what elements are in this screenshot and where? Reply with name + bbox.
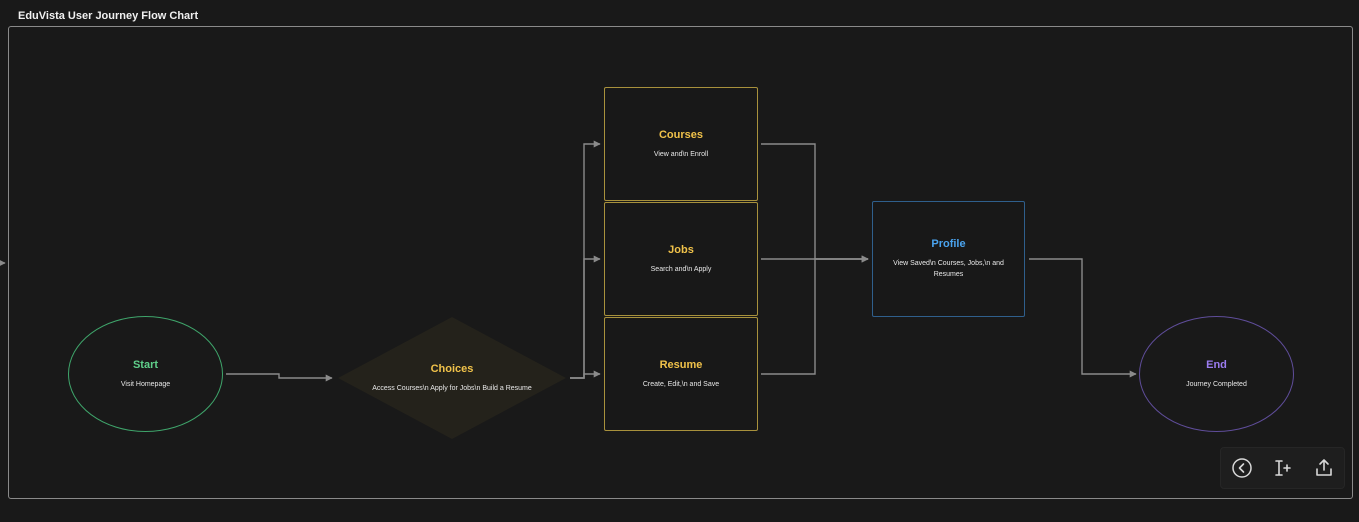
resume-label: Resume	[659, 358, 703, 371]
edge-profile-end	[1029, 258, 1137, 378]
start-node[interactable]: Start Visit Homepage	[68, 316, 223, 432]
text-cursor-icon[interactable]	[1270, 455, 1296, 481]
edge-choices-jobs	[570, 255, 601, 379]
edge-courses-profile	[761, 143, 869, 263]
start-label: Start	[132, 358, 159, 371]
end-node[interactable]: End Journey Completed	[1139, 316, 1294, 432]
profile-node[interactable]: Profile View Saved\n Courses, Jobs,\n an…	[872, 201, 1025, 317]
edge-resume-profile	[761, 255, 869, 375]
choices-node[interactable]: Choices Access Courses\n Apply for Jobs\…	[337, 316, 567, 440]
back-icon[interactable]	[1229, 455, 1255, 481]
choices-label: Choices	[430, 362, 474, 375]
profile-desc: View Saved\n Courses, Jobs,\n and Resume…	[893, 260, 1004, 278]
edge-choices-resume	[570, 370, 601, 379]
jobs-label: Jobs	[668, 243, 694, 256]
choices-desc: Access Courses\n Apply for Jobs\n Build …	[372, 384, 532, 392]
edge-start-choices	[226, 373, 333, 382]
diagram-frame	[8, 26, 1353, 499]
courses-label: Courses	[658, 128, 704, 141]
jobs-desc: Search and\n Apply	[650, 265, 712, 273]
diagram-toolbar	[1220, 447, 1345, 489]
chart-title: EduVista User Journey Flow Chart	[18, 10, 199, 22]
courses-desc: View and\n Enroll	[653, 150, 709, 158]
resume-desc: Create, Edit,\n and Save	[642, 380, 720, 388]
edge-choices-courses	[570, 140, 601, 379]
resume-node[interactable]: Resume Create, Edit,\n and Save	[604, 317, 758, 431]
share-icon[interactable]	[1311, 455, 1337, 481]
start-desc: Visit Homepage	[120, 380, 171, 388]
end-label: End	[1206, 358, 1227, 371]
courses-node[interactable]: Courses View and\n Enroll	[604, 87, 758, 201]
profile-label: Profile	[931, 238, 966, 250]
choices-diamond-shape	[338, 317, 566, 439]
end-desc: Journey Completed	[1186, 380, 1247, 388]
jobs-node[interactable]: Jobs Search and\n Apply	[604, 202, 758, 316]
